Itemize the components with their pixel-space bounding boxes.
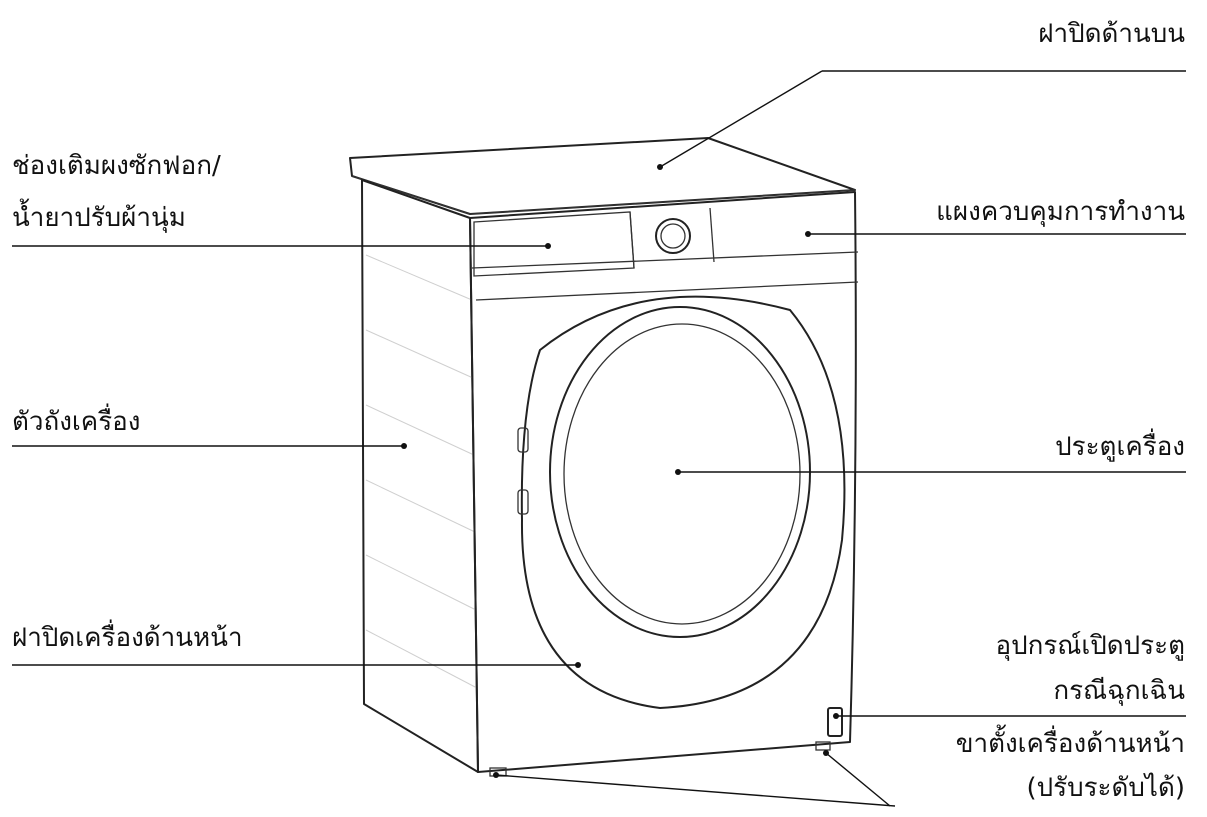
label-emergency-release-line1: อุปกรณ์เปิดประตู	[995, 631, 1185, 661]
selector-knob-shape	[655, 218, 691, 254]
label-front-cover: ฝาปิดเครื่องด้านหน้า	[12, 623, 243, 653]
label-detergent-drawer-line1: ช่องเติมผงซักฟอก/	[12, 151, 221, 181]
leader-lines	[12, 70, 1186, 807]
side-cabinet-shape	[361, 179, 479, 773]
label-control-panel: แผงควบคุมการทำงาน	[936, 197, 1185, 227]
emergency-release-shape	[827, 707, 843, 737]
label-door: ประตูเครื่อง	[1055, 432, 1185, 462]
door-outer-shape	[520, 295, 846, 709]
front-panel-shape	[469, 191, 857, 773]
label-emergency-release-line2: กรณีฉุกเฉิน	[1053, 676, 1185, 706]
label-front-feet-line1: ขาตั้งเครื่องด้านหน้า	[955, 729, 1185, 759]
label-detergent-drawer-line2: น้ำยาปรับผ้านุ่ม	[12, 203, 186, 233]
leader-dots	[401, 164, 839, 778]
side-stripes	[365, 254, 478, 689]
label-top-cover: ฝาปิดด้านบน	[1038, 19, 1185, 49]
label-front-feet-line2: (ปรับระดับได้)	[1026, 773, 1185, 803]
label-cabinet: ตัวถังเครื่อง	[12, 407, 141, 437]
